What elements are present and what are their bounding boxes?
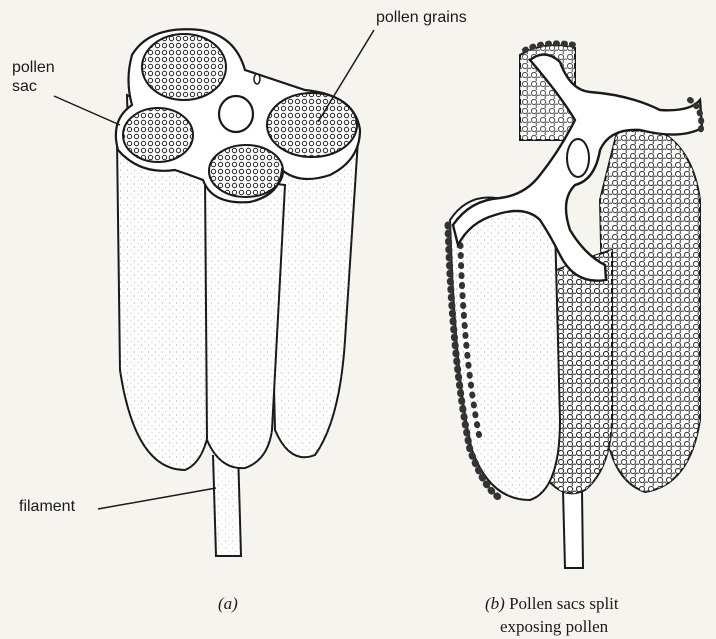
- chamber-front-left: [123, 108, 193, 162]
- label-filament: filament: [19, 497, 75, 516]
- anther-split: [448, 43, 702, 568]
- caption-b-text1: Pollen sacs split: [509, 594, 619, 613]
- label-pollen-sac-line1: pollen: [12, 58, 55, 77]
- chamber-back-right: [267, 93, 357, 157]
- leader-filament: [98, 488, 216, 509]
- chamber-back-left: [142, 34, 226, 100]
- filament-b: [563, 490, 583, 568]
- caption-a: (a): [218, 593, 238, 614]
- label-pollen-sac: pollen sac: [12, 58, 55, 96]
- vascular-bundle: [219, 96, 253, 132]
- label-pollen-sac-line2: sac: [12, 77, 55, 96]
- caption-b-line2: exposing pollen: [500, 616, 608, 637]
- caption-b-line1: (b) Pollen sacs split: [485, 593, 619, 614]
- caption-a-tag: (a): [218, 594, 238, 613]
- anther-intact: [116, 29, 360, 556]
- chamber-front-center: [209, 145, 283, 197]
- caption-b-tag: (b): [485, 594, 505, 613]
- label-pollen-grains: pollen grains: [376, 8, 467, 27]
- leader-pollen-sac: [54, 96, 120, 125]
